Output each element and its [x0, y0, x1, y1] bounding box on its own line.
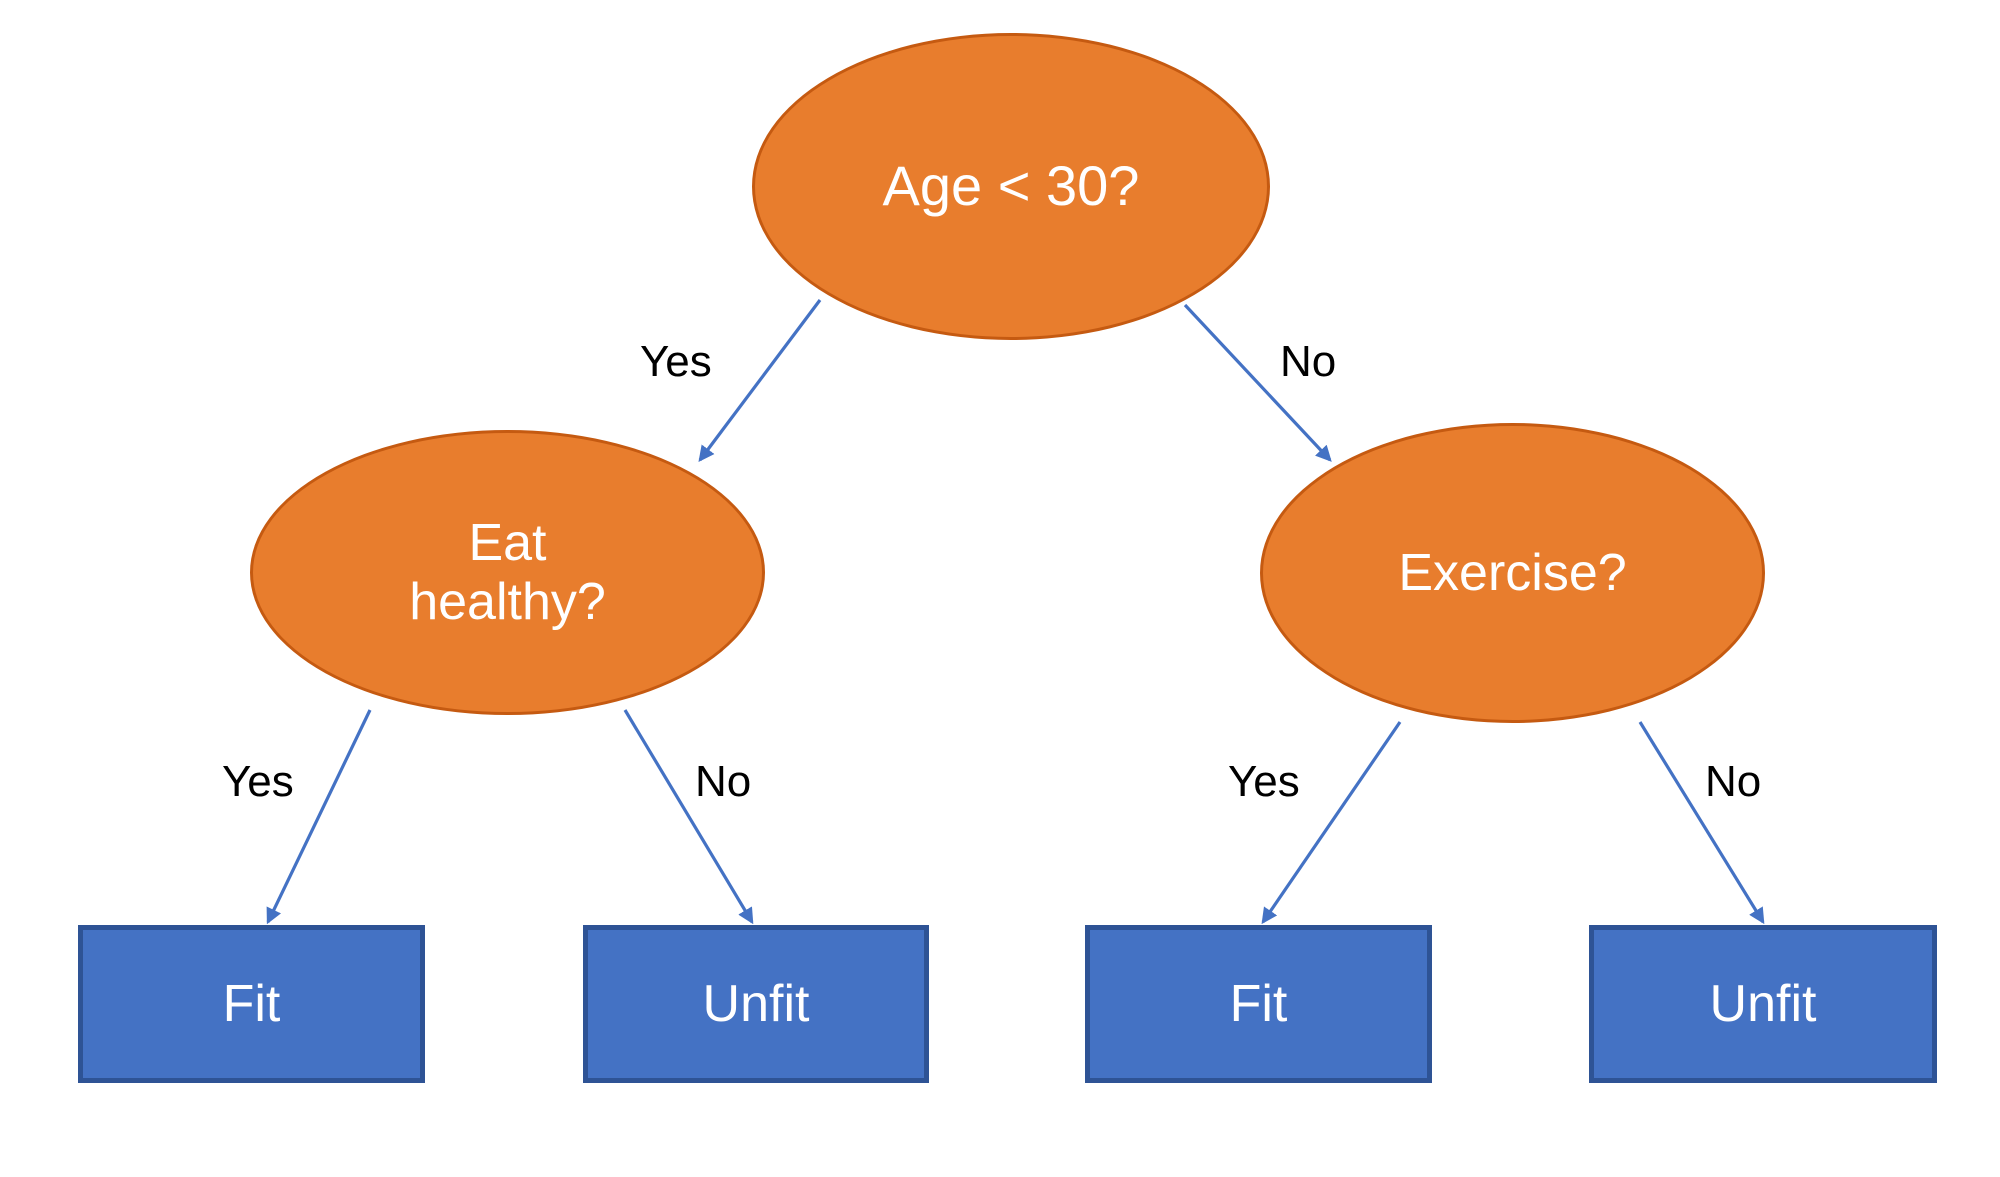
edge-label-root-yes: Yes: [640, 337, 712, 386]
edge-eat-healthy-yes: [266, 709, 372, 925]
edge-label-exercise-no: No: [1705, 757, 1762, 806]
decision-node-root[interactable]: Age < 30?: [752, 33, 1270, 340]
edge-eat-healthy-no: [623, 709, 754, 925]
edge-exercise-no: [1638, 721, 1765, 925]
decision-node-exercise[interactable]: Exercise?: [1260, 423, 1765, 723]
leaf-node-unfit-left[interactable]: Unfit: [583, 925, 929, 1083]
leaf-node-fit-right[interactable]: Fit: [1085, 925, 1432, 1083]
edge-label-exercise-yes: Yes: [1228, 757, 1300, 806]
edge-root-yes: [698, 299, 822, 463]
leaf-node-unfit-right[interactable]: Unfit: [1589, 925, 1937, 1083]
edge-label-eat-healthy-yes: Yes: [222, 757, 294, 806]
edge-exercise-yes: [1261, 721, 1402, 925]
leaf-node-fit-left[interactable]: Fit: [78, 925, 425, 1083]
edge-label-root-no: No: [1280, 337, 1337, 386]
decision-node-eat-healthy[interactable]: Eat healthy?: [250, 430, 765, 715]
edge-label-eat-healthy-no: No: [695, 757, 752, 806]
